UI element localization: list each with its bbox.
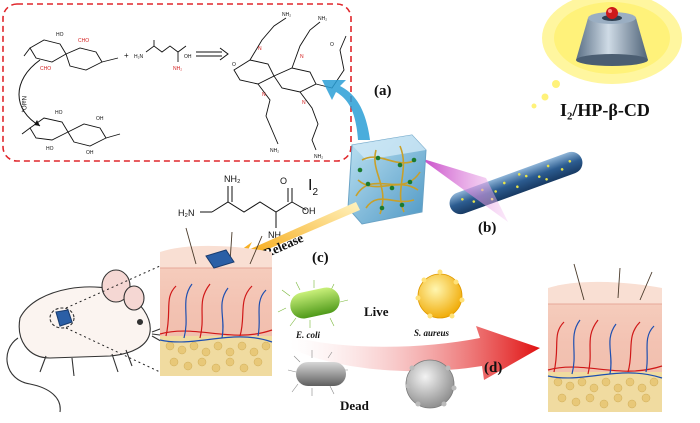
n-text: N xyxy=(262,92,266,98)
magnification-beam xyxy=(420,158,508,222)
n-text: N xyxy=(302,100,306,106)
ecoli-label: E. coli xyxy=(295,330,320,340)
dead-label: Dead xyxy=(340,398,370,413)
label-b: (b) xyxy=(478,220,496,236)
label-a: (a) xyxy=(374,83,392,99)
saureus-live-icon xyxy=(415,269,465,319)
cho-text: CHO xyxy=(40,66,51,72)
arrow-d xyxy=(290,326,540,380)
oh-text: OH xyxy=(184,54,192,60)
nh2-text: NH₂ xyxy=(282,12,291,18)
complex-label: I₂/HP-β-CD xyxy=(560,100,650,120)
reaction-scheme-box: NaIO₄ CHO CHO HO HO OH HO OH + H₂N xyxy=(2,3,352,162)
saureus-dead-icon xyxy=(405,359,457,409)
nh2-text: NH₂ xyxy=(318,16,327,22)
skin-block-right-icon xyxy=(547,263,663,412)
nh2-text: NH₂ xyxy=(173,66,182,72)
oh-text: OH xyxy=(96,116,104,122)
oh-text: OH xyxy=(86,150,94,156)
naio4-label: NaIO₄ xyxy=(20,96,26,113)
oxidized-dextran-structure xyxy=(23,39,119,71)
oh-text: OH xyxy=(302,206,316,216)
arrow-a xyxy=(322,80,370,140)
h2n-text: H₂N xyxy=(134,54,144,60)
skin-block-left-icon xyxy=(159,227,273,376)
ho-text: HO xyxy=(46,146,54,152)
ho-text: HO xyxy=(55,110,63,116)
cyclodextrin-cone-icon xyxy=(531,0,682,109)
label-d: (d) xyxy=(484,360,502,376)
hydrogel-cube-icon xyxy=(347,134,427,225)
mouse-icon xyxy=(6,269,169,413)
n-text: N xyxy=(300,54,304,60)
label-c: (c) xyxy=(312,250,329,266)
o-text: O xyxy=(280,176,287,186)
nh2-text: NH₂ xyxy=(270,148,279,154)
nh2-text: NH₂ xyxy=(224,174,241,184)
iodine-label: I2 xyxy=(308,177,318,198)
zoom-lines xyxy=(65,265,161,373)
nh2-text: NH₂ xyxy=(314,154,323,160)
plus-sign: + xyxy=(124,51,129,60)
cho-text: CHO xyxy=(78,38,89,44)
ecoli-live-icon xyxy=(277,280,349,328)
ecoli-dead-icon xyxy=(287,350,348,396)
glutamine-small-structure xyxy=(145,40,187,62)
saureus-label: S. aureus xyxy=(414,328,450,338)
o-text: O xyxy=(330,42,334,48)
release-arrow xyxy=(230,202,360,262)
ho-text: HO xyxy=(56,32,64,38)
h2n-text: H₂N xyxy=(178,208,195,218)
live-label: Live xyxy=(364,304,389,319)
o-text: O xyxy=(232,62,236,68)
n-text: N xyxy=(258,46,262,52)
glutamine-structure xyxy=(200,186,307,228)
dextran-structure xyxy=(21,117,121,147)
nh2-text: NH₂ xyxy=(268,230,285,240)
